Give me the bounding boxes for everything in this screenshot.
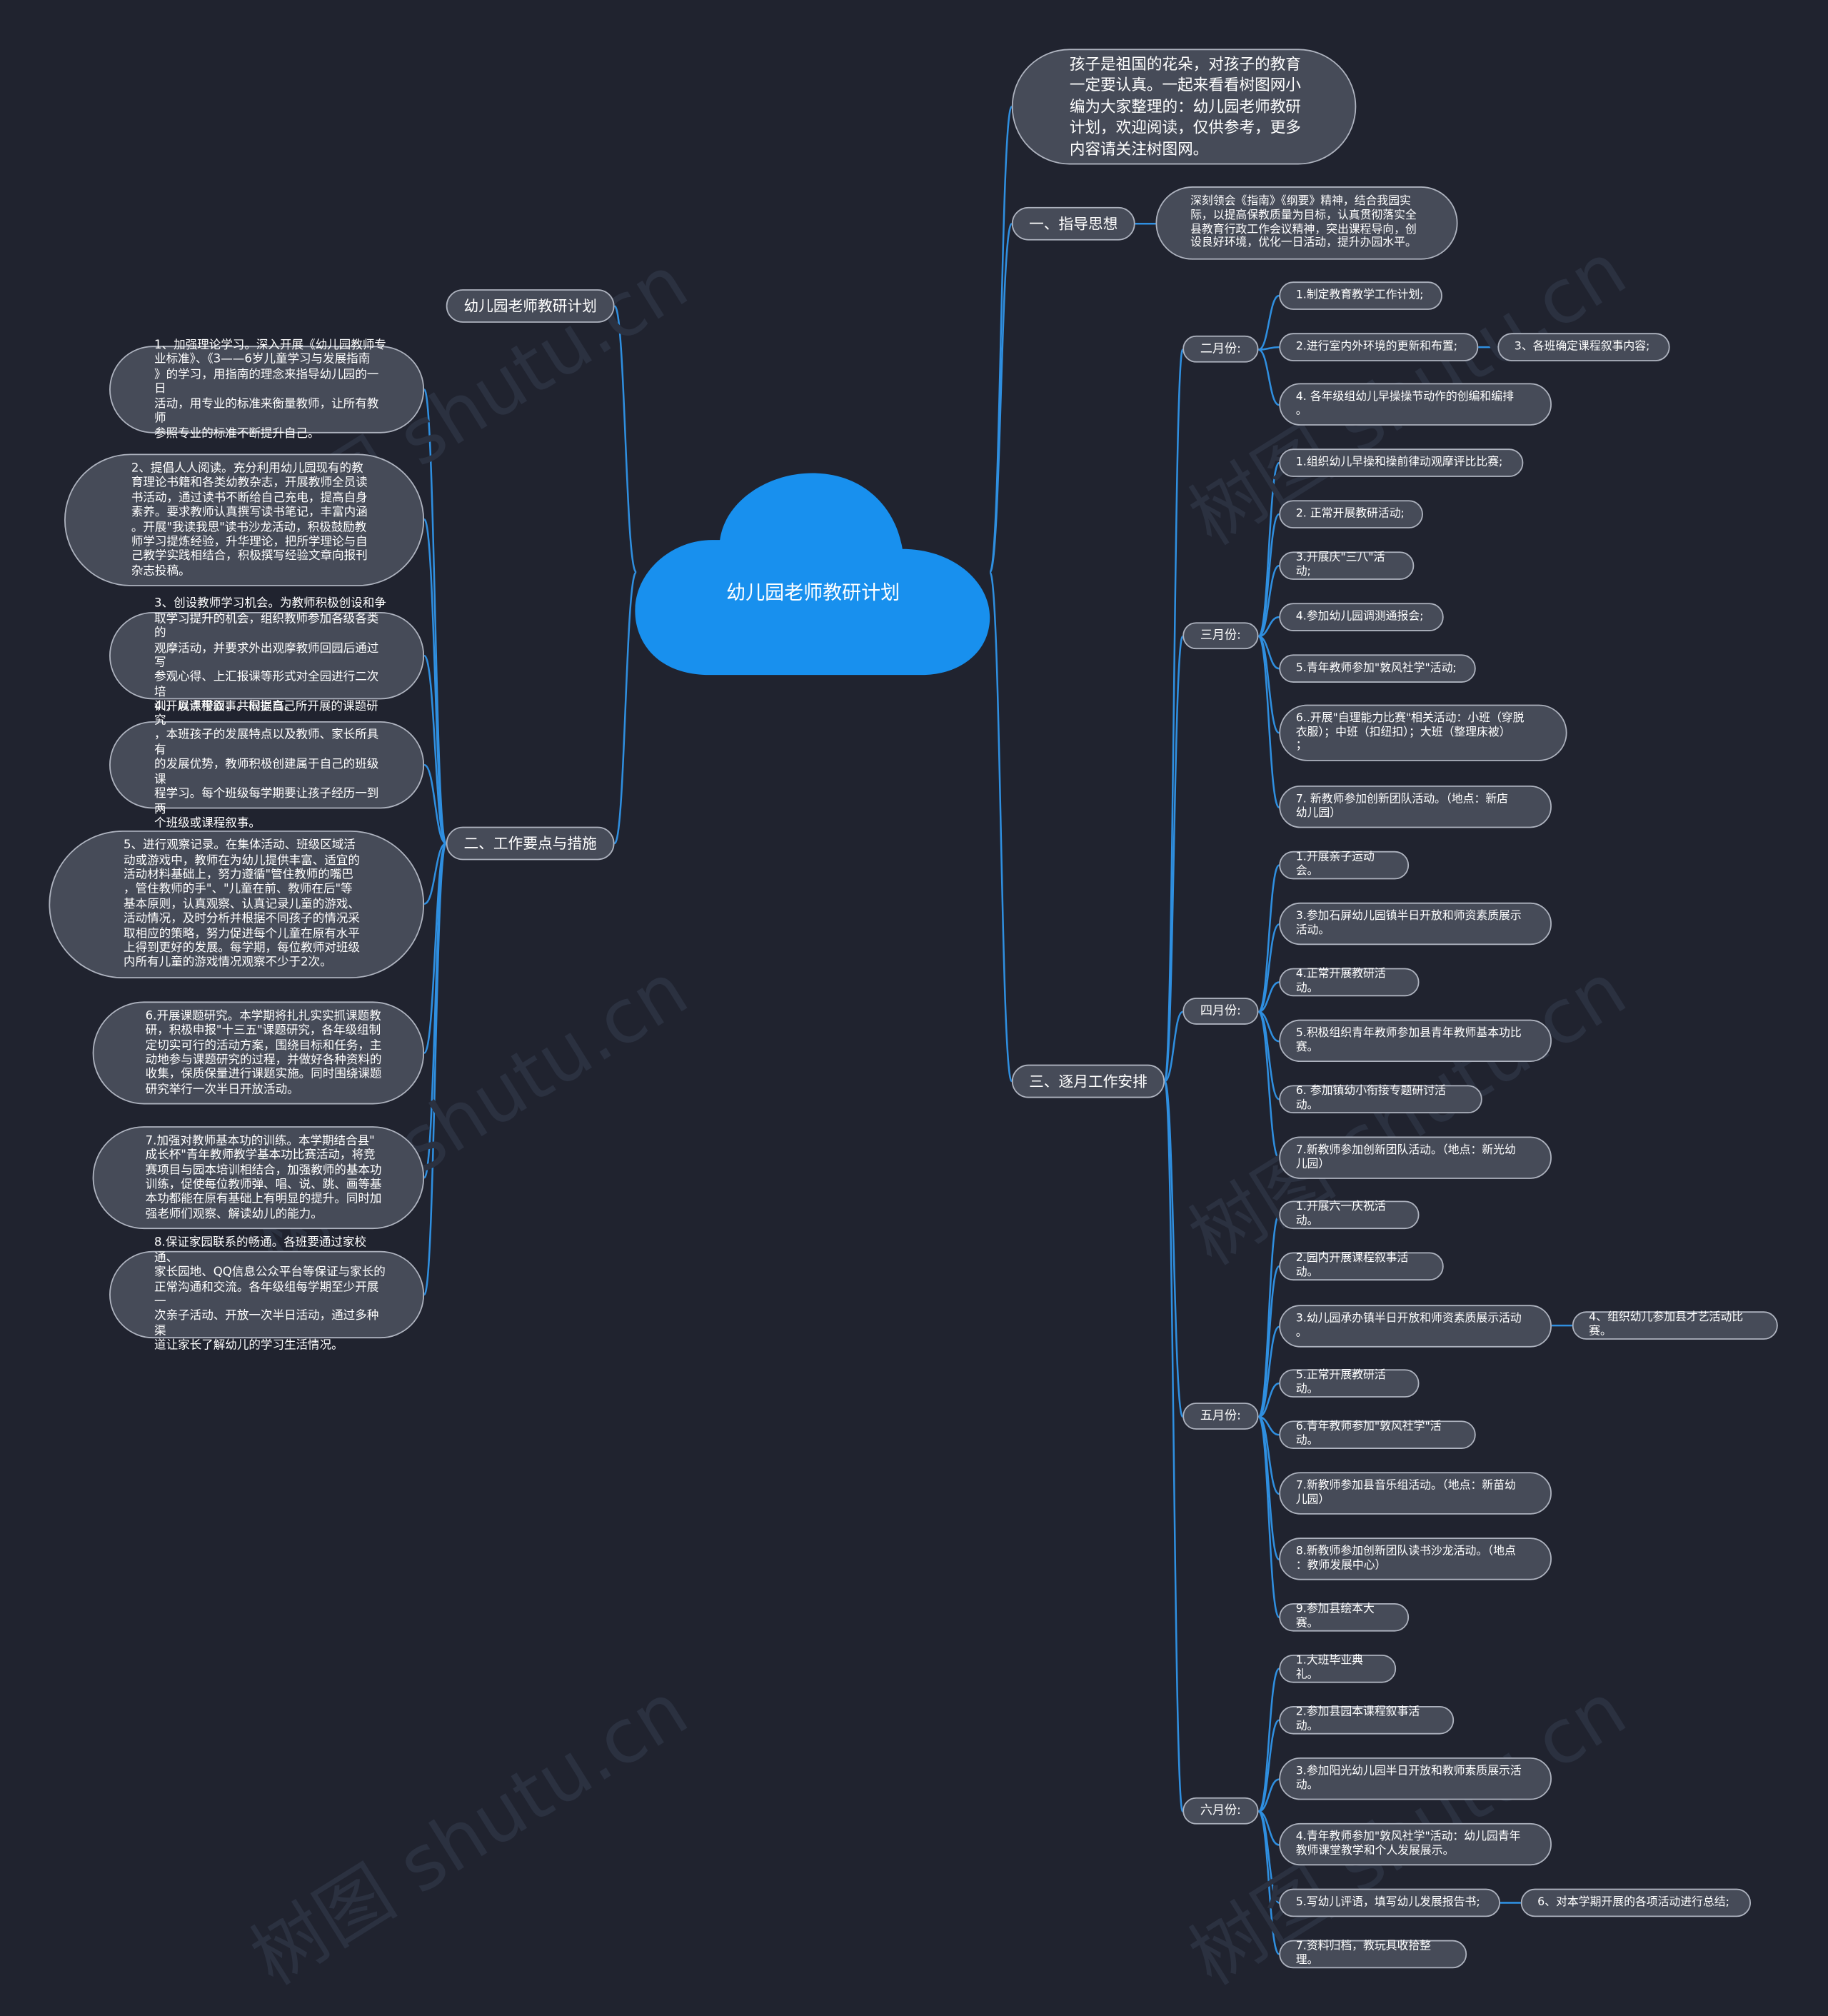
connector bbox=[1163, 1080, 1184, 1812]
apr-item-4[interactable]: 4.正常开展教研活动。 bbox=[1279, 968, 1420, 997]
connector bbox=[1257, 1415, 1280, 1561]
root-cloud-icon bbox=[635, 473, 990, 676]
connector bbox=[423, 842, 447, 905]
connector bbox=[423, 518, 447, 845]
mar-item-1[interactable]: 1.组织幼儿早操和操前律动观摩评比比赛; bbox=[1279, 448, 1524, 477]
month-feb[interactable]: 二月份: bbox=[1182, 335, 1259, 363]
work-item-4[interactable]: 4.开展课程叙事。根据自己所开展的课题研究 ，本班孩子的发展特点以及教师、家长所… bbox=[109, 699, 425, 831]
work-item-8[interactable]: 8.保证家园联系的畅通。各班要通过家校通、 家长园地、QQ信息公众平台等保证与家… bbox=[109, 1236, 425, 1353]
apr-item-7[interactable]: 7.新教师参加创新团队活动。（地点：新光幼 儿园） bbox=[1279, 1136, 1552, 1179]
branch-guide[interactable]: 一、指导思想 bbox=[1011, 206, 1135, 241]
connector bbox=[1257, 564, 1280, 638]
connector bbox=[423, 654, 447, 845]
connector bbox=[1163, 1080, 1184, 1418]
jun-item-1[interactable]: 1.大班毕业典礼。 bbox=[1279, 1654, 1397, 1683]
connector bbox=[423, 842, 447, 1296]
jun-item-2[interactable]: 2.参加县园本课程叙事活动。 bbox=[1279, 1705, 1455, 1735]
connector bbox=[613, 571, 638, 845]
work-item-2[interactable]: 2、提倡人人阅读。充分利用幼儿园现有的教 育理论书籍和各类幼教杂志，开展教师全员… bbox=[64, 453, 425, 586]
work-item-1[interactable]: 1、加强理论学习。深入开展《幼儿园教师专 业标准》、《3——6岁儿童学习与发展指… bbox=[109, 338, 425, 441]
connector bbox=[1257, 1325, 1280, 1418]
mar-item-7[interactable]: 7. 新教师参加创新团队活动。（地点：新店 幼儿园） bbox=[1279, 785, 1552, 828]
month-jun[interactable]: 六月份: bbox=[1182, 1797, 1259, 1825]
mar-item-6[interactable]: 6..开展"自理能力比赛"相关活动：小班（穿脱 衣服）；中班（扣纽扣）；大班（整… bbox=[1279, 704, 1567, 761]
connector bbox=[1257, 1265, 1280, 1418]
may-item-7[interactable]: 7.新教师参加县音乐组活动。（地点：新苗幼 儿园） bbox=[1279, 1472, 1552, 1515]
apr-item-5[interactable]: 5.积极组织青年教师参加县青年教师基本功比 赛。 bbox=[1279, 1019, 1552, 1063]
connector bbox=[1258, 1778, 1280, 1812]
may-extra-item[interactable]: 4、组织幼儿参加县才艺活动比赛。 bbox=[1572, 1311, 1778, 1340]
connector bbox=[1257, 1010, 1280, 1160]
connector bbox=[1257, 923, 1280, 1013]
apr-item-3[interactable]: 3.参加石屏幼儿园镇半日开放和师资素质展示 活动。 bbox=[1279, 902, 1552, 946]
connector bbox=[423, 763, 447, 845]
intro-text[interactable]: 孩子是祖国的花朵，对孩子的教育 一定要认真。一起来看看树图网小 编为大家整理的：… bbox=[1011, 49, 1357, 165]
guide-text[interactable]: 深刻领会《指南》《纲要》精神，结合我园实 际，以提高保教质量为目标，认真贯彻落实… bbox=[1155, 186, 1458, 260]
month-may[interactable]: 五月份: bbox=[1182, 1403, 1259, 1430]
connector bbox=[1257, 635, 1280, 808]
branch-monthly[interactable]: 三、逐月工作安排 bbox=[1011, 1064, 1165, 1098]
feb-extra-item[interactable]: 3、各班确定课程叙事内容; bbox=[1497, 333, 1670, 361]
work-item-5[interactable]: 5、进行观察记录。在集体活动、班级区域活 动或游戏中，教师在为幼儿提供丰富、适宜… bbox=[49, 830, 425, 979]
apr-item-1[interactable]: 1.开展亲子运动会。 bbox=[1279, 851, 1410, 880]
jun-item-3[interactable]: 3.参加阳光幼儿园半日开放和教师素质展示活 动。 bbox=[1279, 1757, 1552, 1800]
feb-item-4[interactable]: 4. 各年级组幼儿早操操节动作的创编和编排 。 bbox=[1279, 383, 1552, 426]
branch-plan-title[interactable]: 幼儿园老师教研计划 bbox=[446, 289, 615, 323]
work-item-3[interactable]: 3、创设教师学习机会。为教师积极创设和争 取学习提升的机会，组织教师参加各级各类… bbox=[109, 597, 425, 714]
connector bbox=[1258, 1382, 1280, 1418]
work-item-7[interactable]: 7.加强对教师基本功的训练。本学期结合县" 成长杯"青年教师教学基本功比赛活动，… bbox=[92, 1126, 425, 1230]
mar-item-5[interactable]: 5.青年教师参加"敦风社学"活动; bbox=[1279, 654, 1476, 683]
jun-item-7[interactable]: 7.资料归档，教玩具收拾整理。 bbox=[1279, 1940, 1467, 1969]
may-item-6[interactable]: 6.青年教师参加"敦风社学"活动。 bbox=[1279, 1420, 1476, 1449]
month-apr[interactable]: 四月份: bbox=[1182, 998, 1259, 1025]
connector bbox=[613, 305, 638, 573]
mar-item-3[interactable]: 3.开展庆"三八"活动; bbox=[1279, 551, 1415, 580]
connector bbox=[1257, 294, 1280, 351]
jun-item-5[interactable]: 5.写幼儿评语，填写幼儿发展报告书; bbox=[1279, 1888, 1500, 1917]
jun-item-4[interactable]: 4.青年教师参加"敦风社学"活动：幼儿园青年 教师课堂教学和个人发展展示。 bbox=[1279, 1822, 1552, 1866]
jun-extra-item[interactable]: 6、对本学期开展的各项活动进行总结; bbox=[1520, 1888, 1752, 1917]
connector bbox=[1258, 616, 1280, 638]
connector bbox=[1257, 1668, 1280, 1812]
mar-item-4[interactable]: 4.参加幼儿园调测通报会; bbox=[1279, 603, 1444, 631]
connector bbox=[989, 222, 1013, 573]
branch-work-points[interactable]: 二、工作要点与措施 bbox=[446, 826, 615, 861]
may-item-9[interactable]: 9.参加县绘本大赛。 bbox=[1279, 1603, 1410, 1632]
feb-item-2[interactable]: 2.进行室内外环境的更新和布置; bbox=[1279, 333, 1479, 361]
connector bbox=[1257, 1719, 1280, 1812]
connector bbox=[1257, 348, 1280, 406]
connector bbox=[1163, 348, 1184, 1083]
may-item-3[interactable]: 3.幼儿园承办镇半日开放和师资素质展示活动 。 bbox=[1279, 1305, 1552, 1348]
connector bbox=[1257, 1810, 1280, 1955]
connector bbox=[989, 571, 1013, 1083]
mar-item-2[interactable]: 2. 正常开展教研活动; bbox=[1279, 500, 1423, 528]
may-item-8[interactable]: 8.新教师参加创新团队读书沙龙活动。（地点 ：教师发展中心） bbox=[1279, 1538, 1552, 1580]
may-item-5[interactable]: 5.正常开展教研活动。 bbox=[1279, 1369, 1420, 1398]
connector bbox=[1163, 635, 1184, 1083]
month-mar[interactable]: 三月份: bbox=[1182, 622, 1259, 650]
apr-item-6[interactable]: 6. 参加镇幼小衔接专题研讨活动。 bbox=[1279, 1085, 1482, 1114]
may-item-2[interactable]: 2.园内开展课程叙事活动。 bbox=[1279, 1252, 1444, 1281]
feb-item-1[interactable]: 1.制定教育教学工作计划; bbox=[1279, 281, 1442, 310]
connector bbox=[1164, 1010, 1183, 1083]
connector bbox=[1257, 864, 1280, 1013]
root-title[interactable]: 幼儿园老师教研计划 bbox=[726, 581, 900, 605]
connector bbox=[1258, 981, 1280, 1013]
connector bbox=[1257, 1415, 1280, 1619]
work-item-6[interactable]: 6.开展课题研究。本学期将扎扎实实抓课题教 研，积极申报"十三五"课题研究，各年… bbox=[92, 1001, 425, 1105]
may-item-1[interactable]: 1.开展六一庆祝活动。 bbox=[1279, 1200, 1420, 1230]
